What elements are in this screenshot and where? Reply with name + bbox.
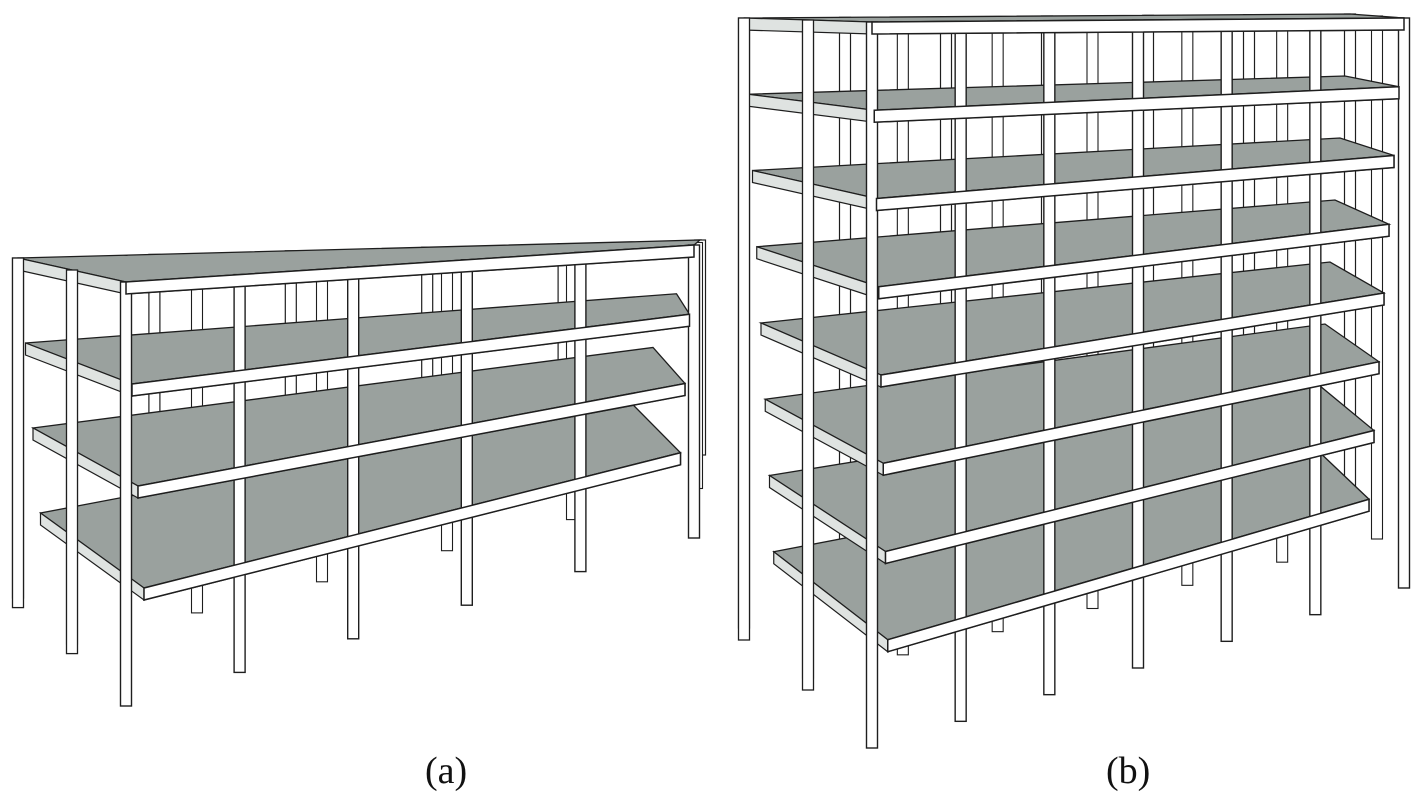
side-column: [737, 17, 751, 641]
front-beam: [887, 498, 1370, 653]
front-column: [1397, 17, 1411, 589]
front-beam: [125, 244, 695, 295]
front-column: [687, 244, 701, 539]
panel-label-b: (b): [1106, 750, 1151, 792]
front-beam: [880, 292, 1385, 388]
front-beam: [131, 313, 691, 397]
front-column: [865, 21, 879, 749]
building-model-a: [11, 239, 707, 707]
front-beam: [884, 429, 1375, 565]
building-model-b: [737, 13, 1411, 749]
front-beams: [125, 244, 695, 601]
front-beam: [882, 360, 1380, 477]
side-column: [65, 269, 79, 655]
front-beam: [878, 223, 1390, 300]
front-beam: [873, 85, 1400, 124]
front-beams: [871, 17, 1405, 653]
front-beam: [143, 451, 682, 601]
front-beam: [137, 382, 686, 499]
front-beam: [875, 154, 1395, 212]
side-column: [801, 19, 815, 691]
side-column: [11, 257, 25, 609]
panel-label-a: (a): [425, 750, 468, 792]
front-column: [119, 281, 133, 707]
front-beam: [871, 17, 1405, 35]
